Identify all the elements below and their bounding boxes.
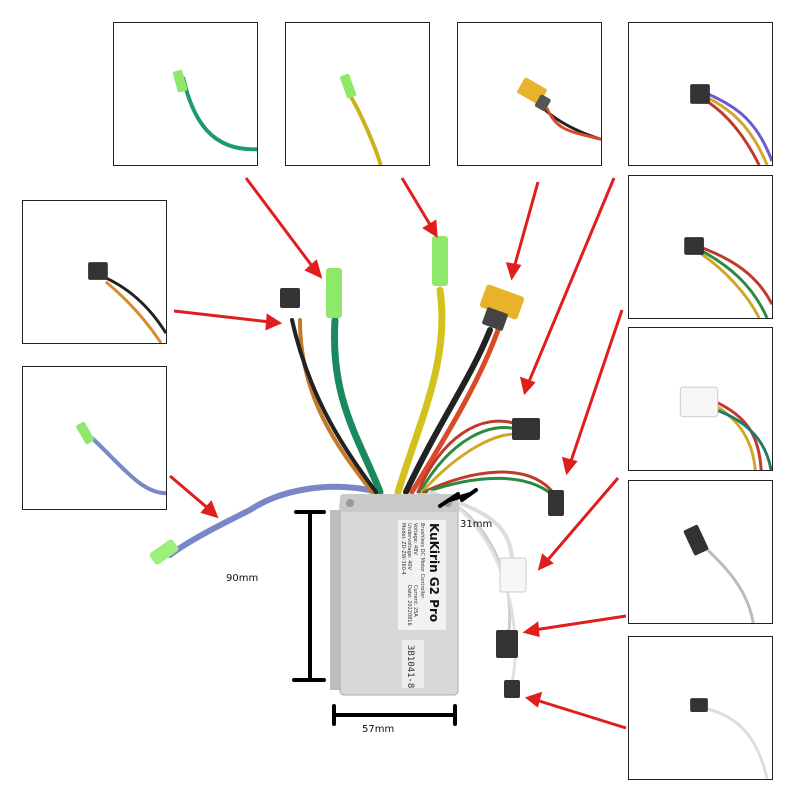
inset-green-bullet [113,22,258,166]
inset-xt60-connector [457,22,602,166]
blue-bullet-connector [149,539,179,565]
wire-green [330,316,384,496]
controller-voltage: Voltage: 48V [412,523,418,555]
depth-dimension-label: 31mm [460,519,493,530]
wire-red-power [409,327,501,495]
inset-hall-connector [628,22,773,166]
arrow-throttle [568,309,624,465]
arrow-blue [169,474,211,512]
controller-unit: KuKirin G2 Pro Brushless DC Motor Contro… [330,494,459,696]
controller-undervoltage: Undervoltage: 40V [406,523,412,570]
serial-sticker [402,640,424,688]
inset-display-connector [628,327,773,471]
pointer-arrows [169,177,627,730]
orange-3pin-connector [280,288,300,308]
inset-throttle-connector [628,175,773,319]
wire-hall-green [418,426,522,494]
arrow-xt60 [512,181,540,269]
wire-black-power [403,327,493,495]
arrow-orange [173,309,271,324]
brake-2pin-b-connector [504,680,520,698]
inset-brake-connector-b [628,636,773,780]
wire-blue [167,483,381,558]
arrow-brake-b [535,698,627,730]
inset-brake-connector-a [628,480,773,624]
inset-blue-bullet [22,366,167,510]
throttle-3pin-connector [548,490,564,516]
wire-hall-yellow [420,432,522,494]
controller-current: Current: 25A [412,585,418,617]
arrow-brake-a [533,614,627,632]
inset-yellow-bullet [285,22,430,166]
height-dimension-label: 90mm [226,573,259,584]
controller-label [398,520,446,630]
controller-date: Date: 20220816 [406,585,412,626]
xt60-boot [482,307,508,331]
controller-description: Brushless DC Motor Controller [419,523,425,599]
arrow-display [544,477,620,563]
arrow-yellow [400,177,434,229]
wire-hall-red [416,419,522,494]
inset-orange-connector [22,200,167,344]
controller-top [340,494,458,512]
width-dimension-label: 57mm [362,724,395,735]
wire-throttle-2 [424,476,560,502]
arrow-hall [526,177,616,385]
display-4pin-connector [499,557,527,593]
screw [346,499,354,507]
controller-model: Model: ZD-ZW-360-4 [400,523,406,575]
green-bullet-connector [326,268,342,318]
yellow-bullet-connector [432,236,448,286]
controller-brand: KuKirin G2 Pro [427,523,441,622]
hall-6pin-connector [512,418,540,440]
wire-throttle [422,470,557,497]
wire-black-orange [290,318,378,494]
controller-serial: 3B1041-8 [405,645,415,688]
brake-2pin-a-connector [496,630,518,658]
arrow-green [244,177,317,271]
wire-yellow [394,286,446,496]
dimension-markers [292,488,478,726]
wire-orange [298,318,374,494]
wire-connectors [149,236,564,698]
